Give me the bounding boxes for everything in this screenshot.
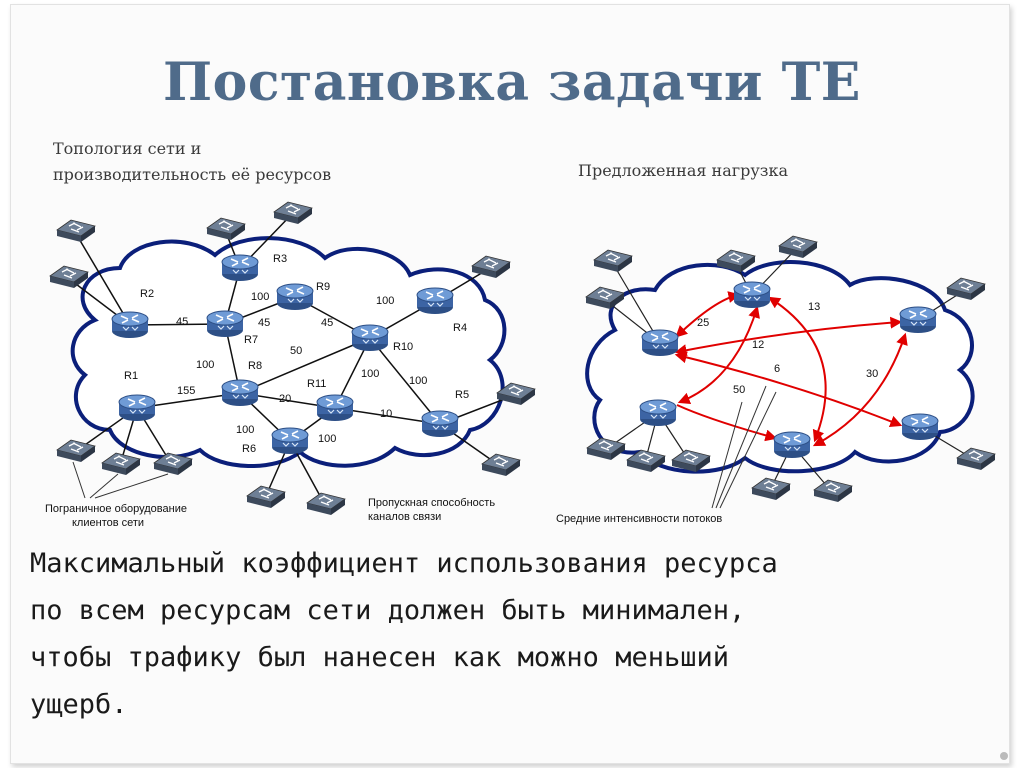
switch-icon [56, 439, 96, 463]
switch-icon [956, 447, 996, 471]
caption-offered-load: Предложенная нагрузка [578, 161, 789, 180]
router-icon [773, 431, 811, 459]
router-label-r3: R3 [273, 253, 287, 265]
capacity-r9-r7: 45 [258, 317, 270, 329]
capacity-r2-r7: 45 [176, 316, 188, 328]
switch-icon [813, 479, 853, 503]
caption-topology: Топология сети и производительность её р… [53, 136, 331, 188]
offered-load-diagram: 25 13 12 6 30 50 [556, 235, 996, 525]
caption-topology-line-2: производительность её ресурсов [53, 165, 332, 184]
flow-label-13: 13 [808, 301, 820, 313]
switch-icon [273, 201, 313, 225]
capacity-r7-r8: 100 [196, 359, 214, 371]
router-r6-icon [271, 427, 309, 455]
main-statement: Максимальный коэффициент использования р… [30, 540, 1010, 728]
network-diagrams: 45 100 45 45 100 100 50 155 20 100 100 1… [45, 201, 996, 529]
router-label-r4: R4 [453, 322, 467, 334]
capacity-r9-r10: 45 [321, 317, 333, 329]
router-icon [639, 399, 677, 427]
switch-icon [101, 452, 141, 476]
capacity-r3-r7: 100 [251, 291, 269, 303]
topology-diagram: 45 100 45 45 100 100 50 155 20 100 100 1… [45, 201, 536, 529]
flow-label-50: 50 [733, 384, 745, 396]
router-label-r11: R11 [307, 378, 326, 390]
router-r3-icon [221, 254, 259, 282]
capacity-r8-r11: 20 [279, 393, 291, 405]
note-pointers-right [711, 385, 777, 509]
note-capacity-line-2: каналов связи [368, 511, 441, 523]
router-r10-icon [351, 324, 389, 352]
switch-icon [49, 265, 89, 289]
switch-icon [56, 219, 96, 243]
router-icon [899, 306, 937, 334]
capacity-r8-r10: 50 [290, 345, 302, 357]
statement-line-4: ущерб. [30, 689, 128, 720]
switch-icon [946, 277, 986, 301]
router-label-r5: R5 [455, 389, 469, 401]
capacity-r11-r10: 100 [361, 368, 379, 380]
switch-icon [206, 217, 246, 241]
capacity-r11-r6: 100 [318, 433, 336, 445]
router-icon [901, 413, 939, 441]
note-average-flows: Средние интенсивности потоков [556, 513, 722, 525]
note-pointers-left [72, 461, 169, 499]
router-label-r2: R2 [140, 288, 154, 300]
statement-line-3: чтобы трафику был нанесен как можно мень… [30, 642, 729, 673]
capacity-r1-r8: 155 [177, 385, 195, 397]
note-capacity-line-1: Пропускная способность [368, 497, 495, 509]
switch-icon [751, 477, 791, 501]
router-label-r8: R8 [248, 360, 262, 372]
router-icon [733, 281, 771, 309]
router-r1-icon [118, 394, 156, 422]
router-r2-icon [111, 311, 149, 339]
link-capacity-labels: 45 100 45 45 100 100 50 155 20 100 100 1… [176, 291, 427, 445]
router-label-r7: R7 [244, 334, 258, 346]
router-label-r9: R9 [316, 281, 330, 293]
flow-label-6: 6 [774, 363, 780, 375]
router-r8-icon [221, 379, 259, 407]
caption-topology-line-1: Топология сети и [53, 139, 202, 158]
switch-icon [778, 235, 818, 259]
flow-labels: 25 13 12 6 30 50 [697, 301, 878, 396]
router-label-r6: R6 [242, 443, 256, 455]
flow-arrows [674, 291, 908, 447]
router-labels: R2 R3 R9 R4 R7 R10 R1 R8 R11 R5 R6 [124, 253, 469, 455]
router-label-r1: R1 [124, 370, 138, 382]
capacity-r8-r6: 100 [236, 424, 254, 436]
router-r9-icon [276, 283, 314, 311]
router-r7-icon [206, 310, 244, 338]
note-edge-equipment-line-1: Пограничное оборудование [45, 503, 187, 515]
note-edge-equipment-line-2: клиентов сети [72, 517, 144, 529]
router-label-r10: R10 [393, 341, 413, 353]
flow-label-25: 25 [697, 317, 709, 329]
capacity-r11-r5: 10 [380, 408, 392, 420]
flow-label-12: 12 [752, 339, 764, 351]
page-title: Постановка задачи TE [163, 52, 861, 113]
capacity-r10-r4: 100 [376, 295, 394, 307]
switch-icon [593, 249, 633, 273]
router-r5-icon [421, 410, 459, 438]
statement-line-2: по всем ресурсам сети должен быть минима… [30, 595, 746, 626]
router-icon [641, 329, 679, 357]
router-r4-icon [416, 287, 454, 315]
router-r11-icon [316, 394, 354, 422]
switch-icon [246, 485, 286, 509]
capacity-r10-r5: 100 [409, 375, 427, 387]
statement-line-1: Максимальный коэффициент использования р… [30, 548, 778, 579]
network-cloud-left [70, 236, 507, 469]
slide-corner-dot [1000, 752, 1008, 760]
switch-icon [306, 492, 346, 516]
flow-label-30: 30 [866, 368, 878, 380]
